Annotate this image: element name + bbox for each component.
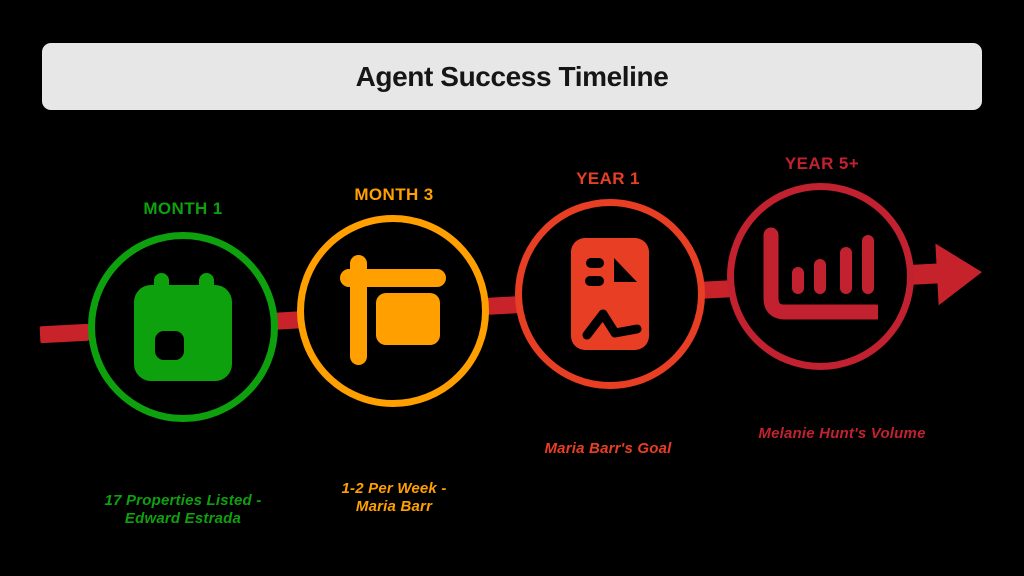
calendar-icon bbox=[134, 273, 232, 381]
title-bar: Agent Success Timeline bbox=[42, 43, 982, 110]
caption-line-1: Melanie Hunt's Volume bbox=[758, 425, 926, 442]
milestone-circle-year-1 bbox=[515, 199, 705, 389]
caption-line-1: 1-2 Per Week - bbox=[341, 480, 447, 497]
bar-chart-icon bbox=[763, 227, 878, 319]
milestone-caption-month-3: 1-2 Per Week - Maria Barr bbox=[341, 480, 446, 516]
milestone-caption-year-1: Maria Barr's Goal bbox=[544, 440, 671, 458]
caption-line-2: Maria Barr bbox=[355, 498, 433, 515]
milestone-caption-year-5-plus: Melanie Hunt's Volume bbox=[758, 425, 925, 443]
contract-document-icon bbox=[571, 238, 649, 350]
milestone-label-month-1: MONTH 1 bbox=[143, 199, 223, 218]
milestone-circle-month-1 bbox=[88, 232, 278, 422]
milestone-label-year-1: YEAR 1 bbox=[576, 169, 640, 188]
caption-line-1: 17 Properties Listed - bbox=[104, 492, 262, 509]
sign-post-icon bbox=[340, 255, 446, 365]
page-title: Agent Success Timeline bbox=[355, 60, 669, 92]
timeline-segment-3 bbox=[701, 280, 731, 299]
milestone-label-month-3: MONTH 3 bbox=[354, 185, 434, 204]
milestone-circle-year-5-plus bbox=[727, 183, 914, 370]
timeline-segment-2 bbox=[486, 296, 519, 315]
caption-line-2: Edward Estrada bbox=[124, 510, 242, 527]
milestone-label-year-5-plus: YEAR 5+ bbox=[784, 154, 860, 173]
milestone-circle-month-3 bbox=[297, 215, 489, 407]
timeline-segment-start bbox=[39, 323, 90, 344]
milestone-caption-month-1: 17 Properties Listed - Edward Estrada bbox=[105, 492, 262, 528]
caption-line-1: Maria Barr's Goal bbox=[544, 440, 672, 457]
timeline-arrow-icon bbox=[911, 243, 982, 306]
